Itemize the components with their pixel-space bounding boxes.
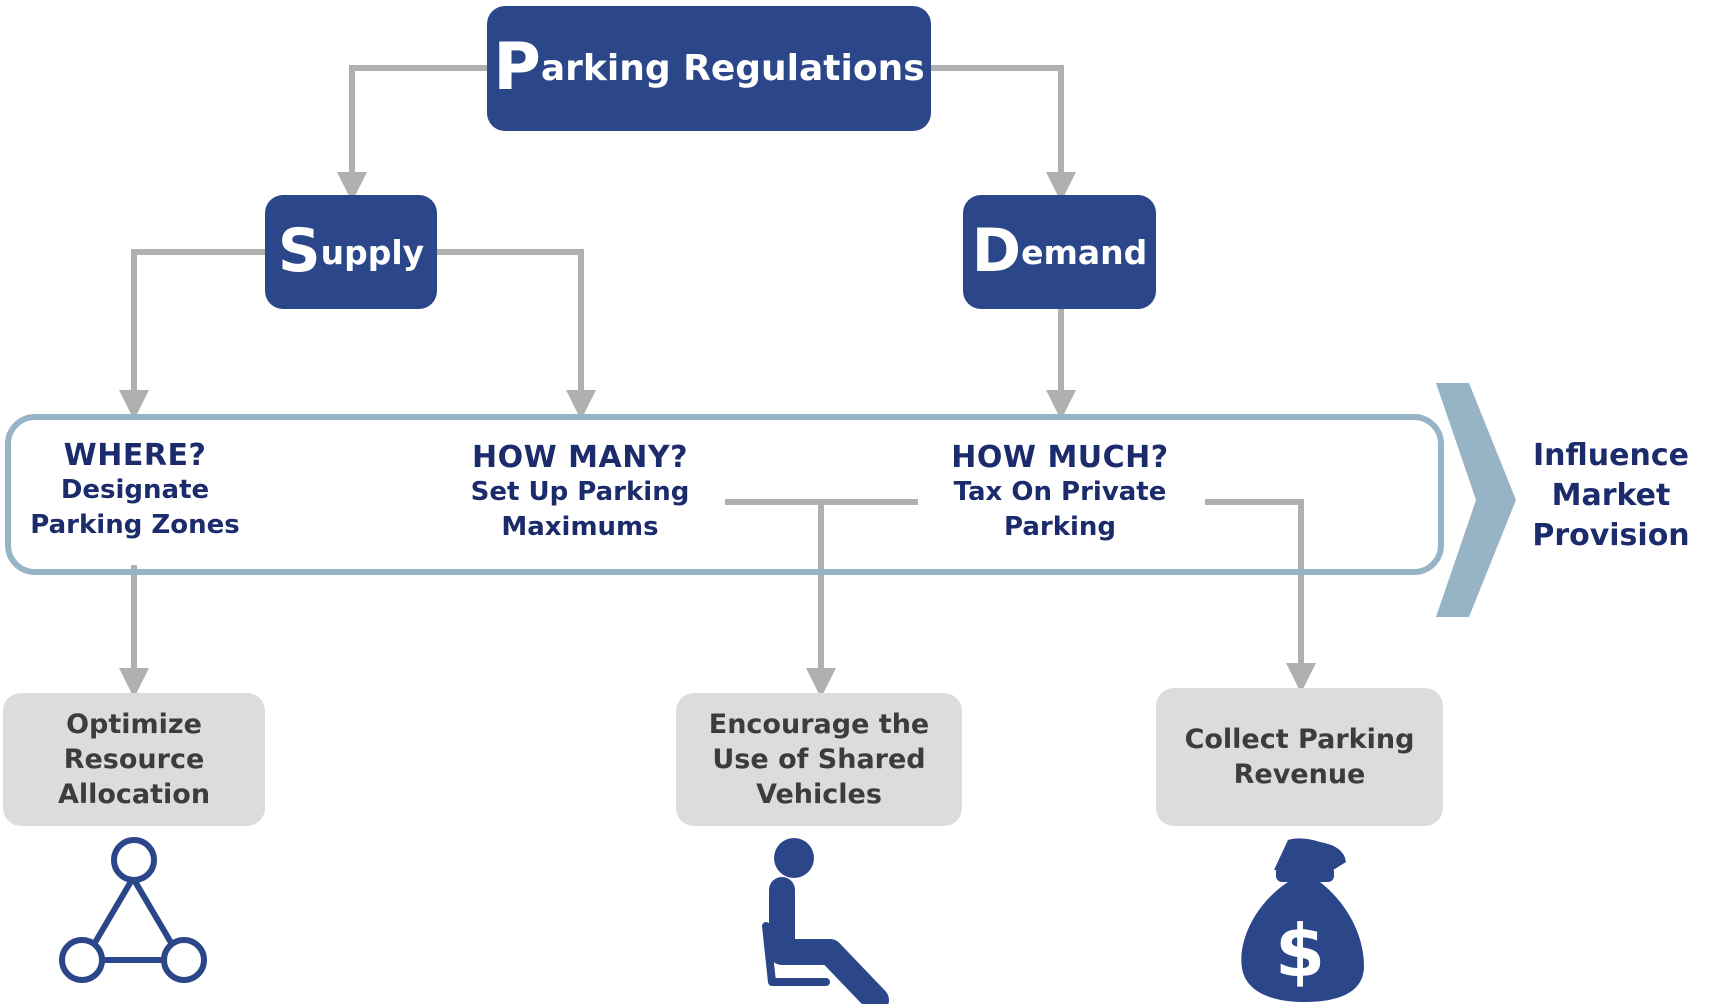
root-label: arking Regulations: [540, 48, 925, 89]
outcome-optimize-resource-allocation: Optimize Resource Allocation: [3, 693, 265, 826]
arrow-supply-to-howmany: [437, 249, 596, 420]
arrow-root-to-demand: [931, 65, 1076, 202]
question-line: Designate: [60, 475, 210, 505]
outcome-line: Encourage the: [708, 709, 930, 740]
question-title: HOW MUCH?: [951, 440, 1169, 475]
seated-person-icon: [762, 838, 889, 1004]
influence-line: Market: [1551, 478, 1671, 513]
outcome-line: Revenue: [1233, 759, 1366, 790]
question-line: Parking Zones: [30, 510, 240, 540]
svg-text:$: $: [1275, 909, 1325, 993]
outcome-line: Collect Parking: [1184, 724, 1415, 755]
outcome-shared-vehicles: Encourage the Use of Shared Vehicles: [676, 693, 962, 826]
questions-band: [5, 414, 1444, 575]
arrow-supply-to-where: [119, 249, 265, 420]
influence-market-provision: Influence Market Provision: [1516, 436, 1706, 556]
outcome-line: Vehicles: [756, 779, 882, 810]
demand-label: emand: [1021, 232, 1148, 272]
supply-label: upply: [320, 232, 425, 272]
outcome-line: Resource: [63, 744, 205, 775]
question-line: Tax On Private: [953, 477, 1167, 507]
outcome-line: Use of Shared: [712, 744, 926, 775]
question-title: HOW MANY?: [472, 440, 688, 475]
outcome-collect-parking-revenue: Collect Parking Revenue: [1156, 688, 1443, 826]
question-how-many: HOW MANY? Set Up Parking Maximums: [455, 440, 705, 545]
influence-line: Provision: [1532, 518, 1690, 553]
supply-initial: S: [277, 217, 321, 287]
question-how-much: HOW MUCH? Tax On Private Parking: [930, 440, 1190, 545]
question-line: Set Up Parking: [470, 477, 690, 507]
question-title: WHERE?: [63, 438, 207, 473]
money-bag-icon: $: [1241, 838, 1364, 1002]
arrow-howmuch-to-revenue: [1205, 499, 1316, 693]
outcome-line: Optimize: [66, 709, 202, 740]
network-triangle-icon: [59, 837, 207, 983]
influence-line: Influence: [1533, 438, 1689, 473]
demand-initial: D: [971, 217, 1022, 287]
arrow-root-to-supply: [337, 65, 487, 202]
question-where: WHERE? Designate Parking Zones: [10, 438, 260, 543]
outcome-line: Allocation: [57, 779, 211, 810]
chevron-right-icon: [1436, 383, 1516, 617]
root-initial: P: [493, 30, 541, 106]
question-line: Maximums: [501, 512, 659, 542]
question-line: Parking: [1003, 512, 1117, 542]
